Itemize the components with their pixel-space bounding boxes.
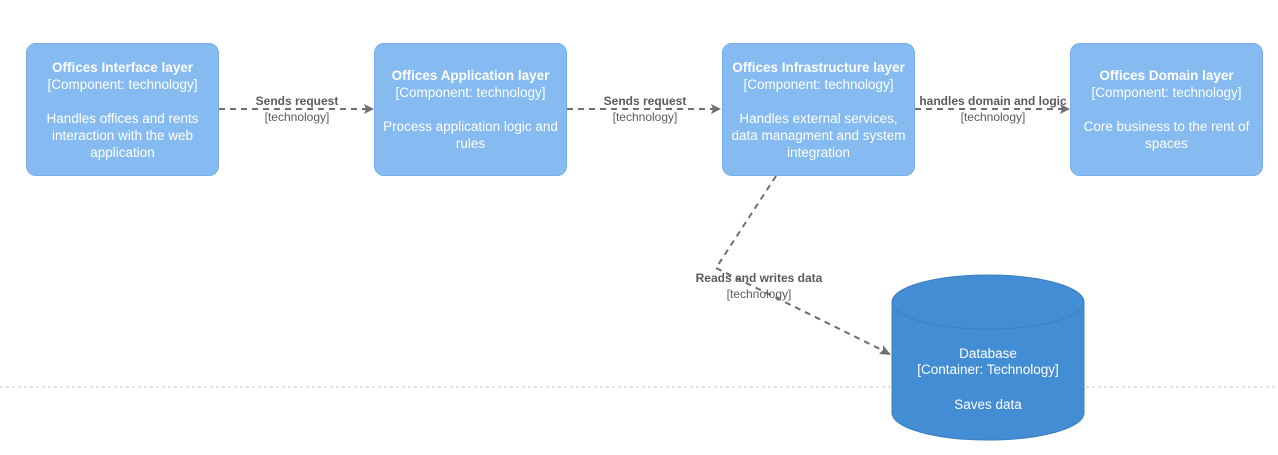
node-title: Offices Infrastructure layer: [732, 59, 905, 75]
node-domain-layer[interactable]: Offices Domain layer [Component: technol…: [1070, 43, 1263, 176]
node-title: Offices Interface layer: [51, 59, 194, 75]
edge-label-infrastructure-domain: handles domain and logic [technology]: [919, 93, 1066, 125]
edge-label-text: Reads and writes data: [695, 271, 823, 285]
edge-label-interface-application: Sends request [technology]: [256, 93, 339, 125]
edge-infrastructure-to-database[interactable]: [714, 175, 891, 355]
edge-application-to-infrastructure[interactable]: [567, 104, 721, 114]
node-type: [Component: technology]: [47, 76, 198, 92]
edge-technology: [technology]: [726, 287, 792, 301]
node-description: Process application logic and rules: [383, 119, 558, 151]
node-type: [Component: technology]: [743, 76, 894, 92]
node-description: Handles offices and rents interaction wi…: [46, 110, 199, 160]
node-description: Saves data: [954, 397, 1022, 412]
database-cylinder[interactable]: [891, 274, 1085, 441]
node-application-layer[interactable]: Offices Application layer [Component: te…: [374, 43, 567, 176]
edge-interface-to-application[interactable]: [219, 104, 374, 114]
node-database[interactable]: Database [Container: Technology] Saves d…: [892, 346, 1084, 413]
edge-label-application-infrastructure: Sends request [technology]: [604, 93, 687, 125]
node-description: Handles external services, data managmen…: [731, 110, 906, 160]
edge-infrastructure-to-domain[interactable]: [915, 104, 1070, 114]
node-title: Offices Domain layer: [1099, 68, 1234, 83]
node-title: Offices Application layer: [391, 68, 550, 83]
edge-label-text: handles domain and logic: [919, 94, 1067, 108]
node-interface-layer[interactable]: Offices Interface layer [Component: tech…: [26, 43, 219, 176]
edge-label-text: Sends request: [603, 94, 687, 108]
edge-technology: [technology]: [960, 110, 1026, 124]
node-title: Database: [959, 346, 1017, 361]
edge-technology: [technology]: [264, 110, 330, 124]
node-type: [Component: technology]: [395, 85, 546, 100]
node-infrastructure-layer[interactable]: Offices Infrastructure layer [Component:…: [722, 43, 915, 176]
edge-label-infrastructure-database: Reads and writes data [technology]: [696, 270, 823, 302]
node-type: [Component: technology]: [1091, 85, 1242, 100]
edge-technology: [technology]: [612, 110, 678, 124]
node-type: [Container: Technology]: [917, 362, 1059, 377]
node-description: Core business to the rent of spaces: [1083, 119, 1250, 151]
edge-label-text: Sends request: [255, 94, 339, 108]
